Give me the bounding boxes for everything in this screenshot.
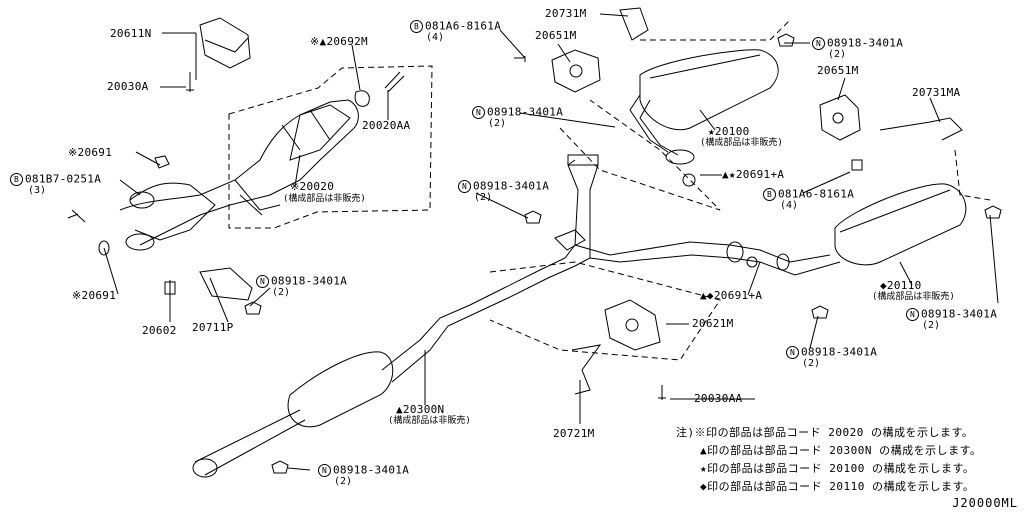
nut-badge: N	[786, 346, 799, 359]
nut-qty-08918-bottom: (2)	[334, 476, 353, 487]
muffler-20110	[726, 183, 1002, 319]
part-label-20621M: 20621M	[692, 317, 734, 330]
part-note-20300N: (構成部品は非販売)	[388, 416, 471, 426]
bolt-badge: B	[10, 173, 23, 186]
bolt-qty-081B7: (3)	[28, 185, 47, 196]
part-label-20030A: 20030A	[107, 80, 149, 93]
diagram-code: J20000ML	[952, 496, 1018, 510]
part-label-20691-bottom: ※20691	[72, 289, 117, 302]
lower-bracket-20711P	[199, 267, 253, 301]
part-note-20100: (構成部品は非販売)	[700, 138, 783, 148]
note-line-4: ◆印の部品は部品コード 20110 の構成を示します。	[700, 480, 975, 493]
note-line-2: ▲印の部品は部品コード 20300N の構成を示します。	[700, 444, 982, 457]
nut-qty-08918-farright: (2)	[922, 320, 941, 331]
part-label-20611N: 20611N	[110, 27, 152, 40]
part-label-20711P: 20711P	[192, 321, 234, 334]
nut-badge: N	[318, 464, 331, 477]
hangers-top	[514, 7, 795, 93]
nut-qty-08918-center: (2)	[474, 192, 493, 203]
upper-bracket	[186, 17, 251, 92]
part-label-20691A-top: ▲★20691+A	[722, 168, 785, 181]
bolt-badge: B	[410, 20, 423, 33]
part-label-20300N: ▲20300N	[396, 403, 445, 416]
part-label-20651M-right: 20651M	[817, 64, 859, 77]
nut-badge: N	[458, 180, 471, 193]
part-label-20731MA: 20731MA	[912, 86, 961, 99]
part-label-20731M: 20731M	[545, 7, 587, 20]
center-pipe-assembly	[192, 154, 733, 478]
part-label-20100: ★20100	[708, 125, 750, 138]
bolt-badge: B	[763, 188, 776, 201]
nut-badge: N	[906, 308, 919, 321]
leader-lines	[103, 13, 999, 471]
assembly-boundaries	[228, 19, 991, 361]
bolt-qty-081A6-right: (4)	[780, 200, 799, 211]
part-label-20651M-top: 20651M	[535, 29, 577, 42]
small-hardware	[67, 155, 262, 315]
part-label-20691A-bottom: ▲◆20691+A	[700, 289, 763, 302]
part-note-20110: (構成部品は非販売)	[872, 292, 955, 302]
note-line-3: ★印の部品は部品コード 20100 の構成を示します。	[700, 462, 975, 475]
part-label-20691-top: ※20691	[68, 146, 113, 159]
part-label-20721M: 20721M	[553, 427, 595, 440]
nut-qty-08918-lowmid: (2)	[802, 358, 821, 369]
nut-qty-08918-mid: (2)	[488, 118, 507, 129]
part-label-20030AA: 20030AA	[694, 392, 743, 405]
part-label-20110: ◆20110	[880, 279, 922, 292]
bolt-qty-081A6-top: (4)	[426, 32, 445, 43]
front-pipe-assembly	[119, 71, 405, 251]
nut-badge: N	[472, 106, 485, 119]
part-label-20020AA: 20020AA	[362, 119, 411, 132]
muffler-20100	[629, 49, 779, 187]
hangers-right	[819, 94, 963, 171]
nut-badge: N	[812, 37, 825, 50]
part-label-20692M: ※▲20692M	[310, 35, 368, 48]
nut-badge: N	[256, 275, 269, 288]
hanger-20621M	[271, 210, 666, 474]
nut-qty-08918-left: (2)	[272, 287, 291, 298]
part-label-20602: 20602	[142, 324, 177, 337]
part-note-20020: (構成部品は非販売)	[283, 194, 366, 204]
part-label-20020: ※20020	[290, 180, 335, 193]
nut-qty-08918-topright: (2)	[828, 49, 847, 60]
note-line-1: 注)※印の部品は部品コード 20020 の構成を示します。	[676, 426, 974, 439]
